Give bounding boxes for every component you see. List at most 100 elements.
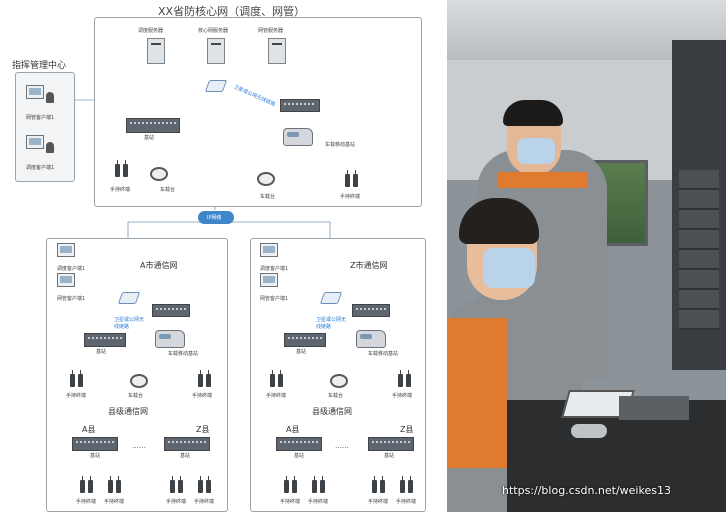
city-a-county-a-base: [72, 437, 118, 451]
city-a-county-handheld-4: 手持终端: [194, 499, 215, 505]
dispatch-server-label: 调度服务器: [138, 28, 164, 34]
handheld-radio-icon: [123, 160, 128, 177]
handheld-radio-icon: [116, 476, 121, 493]
car-radio-icon: [150, 167, 168, 181]
handheld-radio-icon: [80, 476, 85, 493]
operator-icon: [46, 92, 54, 103]
dispatch-client-pc: [26, 135, 44, 149]
keyboard: [619, 396, 689, 420]
command-client-1-label: 网管客户端1: [26, 115, 55, 121]
handheld-radio-icon: [178, 476, 183, 493]
handheld-radio-icon: [372, 476, 377, 493]
handheld-radio-icon: [206, 370, 211, 387]
city-a-county-handheld-1: 手持终端: [76, 499, 97, 505]
command-client-2-label: 调度客户端1: [26, 165, 55, 171]
command-center-frame: [15, 72, 75, 182]
city-z-county-handheld-2: 手持终端: [308, 499, 329, 505]
handheld-radio-icon: [292, 476, 297, 493]
city-z-county-z-base: [368, 437, 414, 451]
city-z-county-a: A县: [286, 425, 300, 434]
city-z-mobile-rack: [352, 304, 390, 317]
city-a-handheld-label-2: 手持终端: [192, 393, 213, 399]
city-a-nms-pc: [57, 273, 75, 287]
city-z-dispatch-pc: [260, 243, 278, 257]
core-mobile-rack: [280, 99, 320, 112]
city-a-base-label: 基站: [96, 349, 107, 355]
city-a-client-2-label: 网管客户端1: [57, 296, 86, 302]
dispatch-server: [147, 38, 165, 64]
handheld-radio-icon: [284, 476, 289, 493]
core-mobile-vehicle: [283, 128, 313, 146]
handheld-radio-icon: [108, 476, 113, 493]
core-base-station-label: 基站: [144, 135, 155, 141]
city-z-county-z-base-label: 基站: [384, 453, 395, 459]
city-z-base-label: 基站: [296, 349, 307, 355]
city-a-county-a: A县: [82, 425, 96, 434]
nms-client-pc: [26, 85, 44, 99]
core-network-title: XX省防核心网（调度、网管）: [158, 5, 306, 18]
city-z-county-handheld-4: 手持终端: [396, 499, 417, 505]
handheld-radio-icon: [115, 160, 120, 177]
core-mobile-base-label: 车载移动基站: [325, 142, 356, 148]
handheld-radio-icon: [406, 370, 411, 387]
city-a-base-station: [84, 333, 126, 347]
city-a-county-z-base-label: 基站: [180, 453, 191, 459]
handheld-radio-icon: [312, 476, 317, 493]
city-a-car-radio-label: 车载台: [128, 393, 144, 399]
handheld-radio-icon: [278, 370, 283, 387]
face-mask: [517, 138, 555, 164]
core-car-radio-label-2: 车载台: [260, 194, 276, 200]
handheld-radio-icon: [206, 476, 211, 493]
car-radio-icon: [330, 374, 348, 388]
ip-network-label: IP网络: [207, 215, 222, 221]
city-z-county-a-base: [276, 437, 322, 451]
city-z-mobile-vehicle: [356, 330, 386, 348]
command-center-title: 指挥管理中心: [12, 61, 67, 71]
handheld-radio-icon: [408, 476, 413, 493]
city-a-county-handheld-2: 手持终端: [104, 499, 125, 505]
nms-server-label: 网管服务器: [258, 28, 284, 34]
handheld-radio-icon: [88, 476, 93, 493]
core-server-label: 核心网服务器: [198, 28, 229, 34]
core-server: [207, 38, 225, 64]
handheld-radio-icon: [198, 370, 203, 387]
city-z-county-handheld-3: 手持终端: [368, 499, 389, 505]
city-z-title: Z市通信网: [350, 261, 388, 270]
handheld-radio-icon: [380, 476, 385, 493]
city-a-client-1-label: 调度客户端1: [57, 266, 86, 272]
mouse: [571, 424, 607, 438]
operator-front-hair: [459, 198, 539, 244]
handheld-radio-icon: [320, 476, 325, 493]
city-a-mobile-rack: [152, 304, 190, 317]
city-a-dispatch-pc: [57, 243, 75, 257]
city-z-county-handheld-1: 手持终端: [280, 499, 301, 505]
handheld-radio-icon: [400, 476, 405, 493]
city-z-mobile-label: 车载移动基站: [368, 351, 399, 357]
city-z-ellipsis: ……: [335, 442, 349, 450]
city-z-nms-pc: [260, 273, 278, 287]
city-a-satellite-label: 卫星或公网无线链路: [114, 317, 145, 330]
city-a-mobile-label: 车载移动基站: [168, 351, 199, 357]
collar-orange: [447, 318, 507, 468]
city-a-handheld-label: 手持终端: [66, 393, 87, 399]
handheld-radio-icon: [345, 170, 350, 187]
city-z-car-radio-label: 车载台: [328, 393, 344, 399]
city-z-handheld-label: 手持终端: [266, 393, 287, 399]
city-z-client-1-label: 调度客户端1: [260, 266, 289, 272]
handheld-radio-icon: [170, 476, 175, 493]
face-mask: [483, 248, 535, 288]
city-z-handheld-label-2: 手持终端: [392, 393, 413, 399]
car-radio-icon: [130, 374, 148, 388]
core-handheld-label-2: 手持终端: [340, 194, 361, 200]
city-a-county-title: 县级通信网: [108, 407, 148, 416]
city-z-county-z: Z县: [400, 425, 414, 434]
operators-photo: https://blog.csdn.net/weikes13: [447, 0, 726, 512]
handheld-radio-icon: [353, 170, 358, 187]
city-a-ellipsis: ……: [132, 442, 146, 450]
city-a-county-z-base: [164, 437, 210, 451]
nms-server: [268, 38, 286, 64]
collar-orange: [497, 172, 587, 188]
core-car-radio-label: 车载台: [160, 187, 176, 193]
city-z-satellite-label: 卫星或公网无线链路: [316, 317, 347, 330]
handheld-radio-icon: [70, 370, 75, 387]
